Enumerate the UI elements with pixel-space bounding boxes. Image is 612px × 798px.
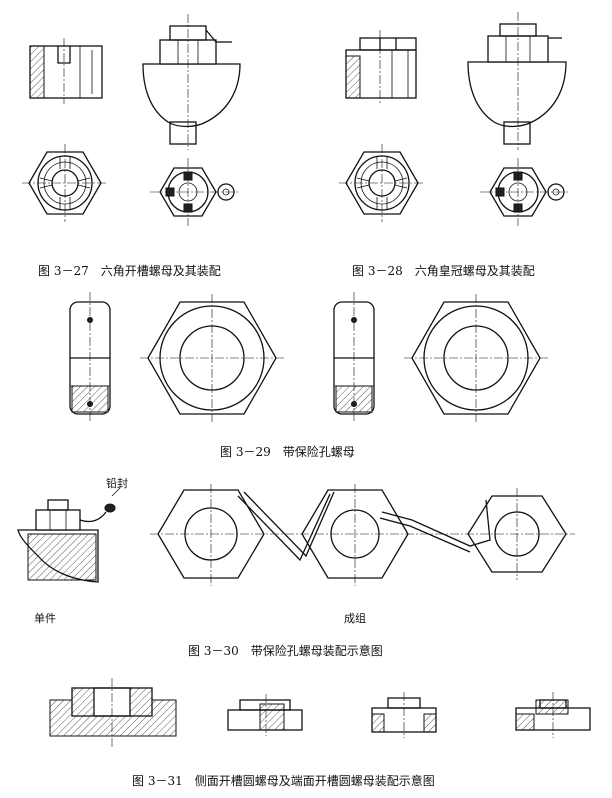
fig28-caption: 图 3－28 六角皇冠螺母及其装配 [352, 264, 535, 278]
fig29-nut-side-view-right [333, 292, 375, 422]
fig29-nut-side-view-left [69, 292, 111, 422]
fig27-slotted-nut-side-view [29, 38, 103, 104]
fig28-assembly-top-view [480, 158, 570, 226]
fig27-assembly-top-view [150, 158, 238, 226]
single-label: 单件 [34, 612, 56, 625]
fig28-assembly-side-view [467, 12, 567, 150]
fig29-nut-front-view-right [404, 294, 548, 422]
lead-seal-label: 铅封 [106, 477, 128, 490]
fig28-castle-nut-side-view [345, 30, 417, 104]
fig28-castle-nut-top-view [339, 144, 425, 222]
fig31-side-slot-round-nut-section [49, 678, 177, 748]
fig30-caption: 图 3－30 带保险孔螺母装配示意图 [188, 644, 383, 658]
fig27-slotted-nut-top-view [22, 144, 108, 222]
fig27-assembly-side-view [142, 14, 241, 150]
fig29-caption: 图 3－29 带保险孔螺母 [220, 445, 355, 459]
fig31-caption: 图 3－31 侧面开槽圆螺母及端面开槽圆螺母装配示意图 [132, 774, 435, 788]
fig27-caption: 图 3－27 六角开槽螺母及其装配 [38, 264, 221, 278]
fig30-single-nut-assembly [17, 487, 121, 583]
fig30-group-nut-assembly [150, 484, 575, 586]
fig31-end-slot-nut-assembly-1 [227, 694, 303, 736]
fig31-end-slot-nut-assembly-3 [515, 692, 591, 738]
fig31-end-slot-nut-assembly-2 [371, 692, 437, 738]
fig29-nut-front-view-left [140, 294, 284, 422]
group-label: 成组 [344, 612, 366, 625]
